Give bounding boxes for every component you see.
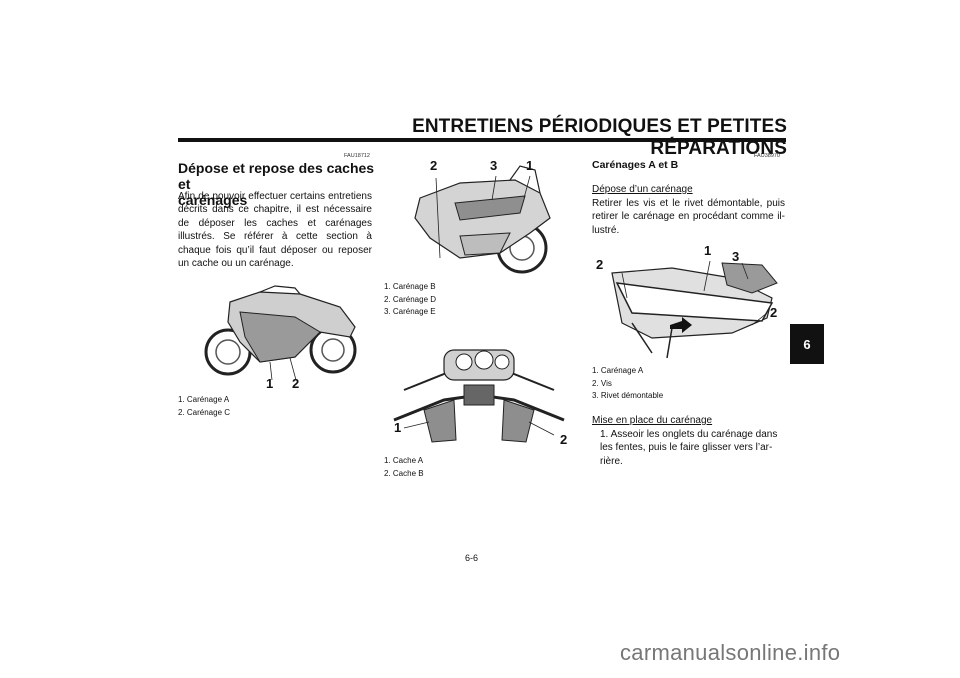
cockpit-illustration [393, 349, 565, 443]
figure-caption-list: 1. Carénage B 2. Carénage D 3. Carénage … [384, 281, 436, 319]
subsection-heading: Carénages A et B [592, 159, 679, 171]
callout-2: 2 [770, 305, 778, 320]
caption-item: 3. Rivet démontable [592, 391, 664, 400]
caption-item: 2. Carénage D [384, 294, 437, 304]
callout-1: 1 [704, 243, 712, 258]
caption-item: 3. Carénage E [384, 307, 436, 316]
section-heading-line1: Dépose et repose des caches et [178, 160, 375, 192]
figure-cockpit-covers: 1 2 [384, 330, 574, 450]
callout-1: 1 [526, 158, 534, 173]
caption-item: 2. Vis [592, 378, 612, 388]
callout-1: 1 [266, 376, 274, 391]
installation-step-1: 1. Asseoir les onglets du carénage dans … [600, 429, 778, 467]
figure-caption-list: 1. Carénage A 2. Vis 3. Rivet démontable [592, 365, 663, 403]
section-heading: Dépose et repose des caches et carénages [178, 160, 378, 208]
callout-2: 2 [430, 158, 438, 173]
page-header-title: ENTRETIENS PÉRIODIQUES ET PETITES RÉPARA… [412, 116, 787, 159]
caption-item: 1. Carénage B [384, 282, 436, 291]
motorcycle-fairing-illustration [414, 165, 551, 274]
subheading-installation: Mise en place du carénage [592, 415, 713, 426]
caption-item: 2. Cache B [384, 468, 424, 478]
chapter-tab[interactable]: 6 [790, 324, 824, 364]
figure-caption-list: 1. Cache A 2. Cache B [384, 455, 424, 480]
intro-paragraph: Afin de pouvoir effectuer certains entre… [178, 191, 372, 270]
subheading-removal: Dépose d’un carénage [592, 184, 693, 195]
callout-2: 2 [596, 257, 604, 272]
caption-item: 1. Cache A [384, 456, 424, 465]
fairing-removal-illustration [611, 260, 778, 359]
section-code: FAU38970 [754, 153, 780, 159]
figure-caption-list: 1. Carénage A 2. Carénage C [178, 394, 230, 419]
figure-fairings-front: 2 3 1 [400, 158, 562, 276]
figure-fairing-removal: 2 1 3 2 [592, 243, 784, 363]
callout-3: 3 [732, 249, 740, 264]
callout-3: 3 [490, 158, 498, 173]
caption-item: 1. Carénage A [592, 366, 644, 375]
motorcycle-side-illustration [204, 285, 357, 381]
removal-paragraph: Retirer les vis et le rivet démontable, … [592, 198, 785, 236]
section-heading-line2: carénages [178, 192, 248, 208]
figure-motorcycle-side: 1 2 [200, 282, 362, 394]
callout-2: 2 [292, 376, 300, 391]
callout-2: 2 [560, 432, 568, 447]
page-number: 6-6 [465, 553, 479, 563]
header-rule [178, 138, 786, 142]
callout-1: 1 [394, 420, 402, 435]
section-code: FAU18712 [344, 153, 370, 159]
watermark-text: carmanualsonline.info [620, 640, 841, 665]
caption-item: 1. Carénage A [178, 395, 230, 404]
caption-item: 2. Carénage C [178, 407, 231, 417]
